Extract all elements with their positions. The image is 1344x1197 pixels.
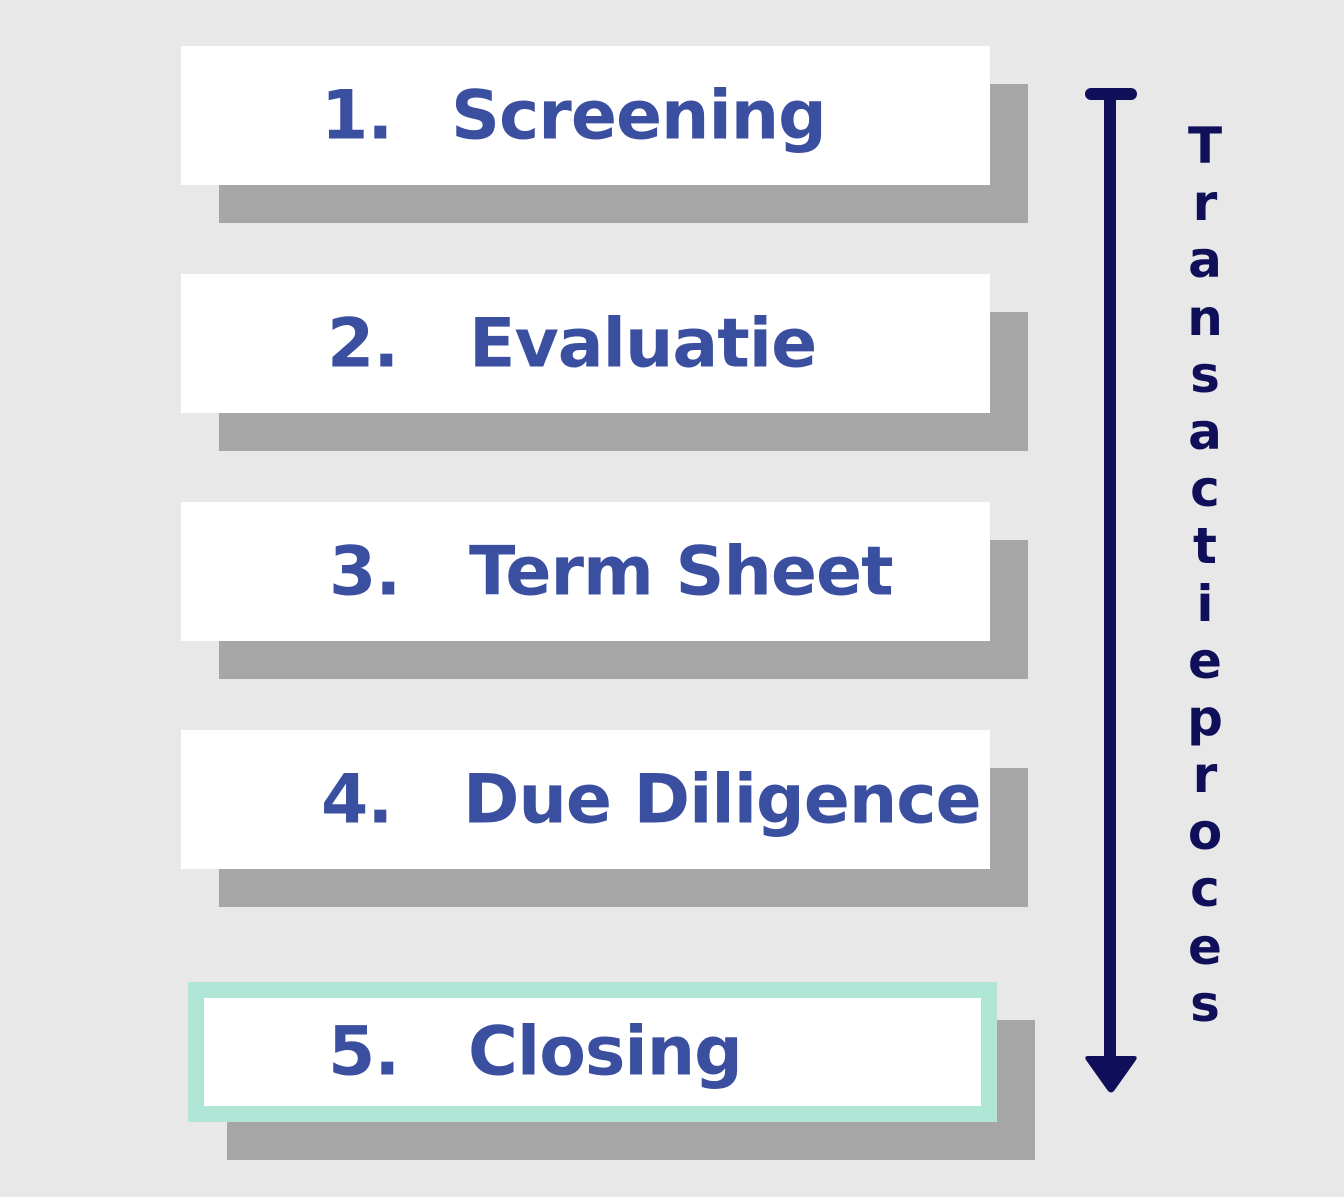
step-number: 2. bbox=[327, 304, 399, 383]
step-label: Term Sheet bbox=[469, 532, 894, 611]
arrow-down-icon bbox=[1085, 1056, 1137, 1093]
process-label-letter: p bbox=[1187, 688, 1223, 747]
step-box-3: 3. Term Sheet bbox=[181, 502, 990, 641]
step-box-1: 1. Screening bbox=[181, 46, 990, 185]
step-number: 3. bbox=[329, 532, 401, 611]
process-label-letter: T bbox=[1187, 117, 1223, 175]
step-number: 5. bbox=[328, 1012, 400, 1092]
step-label: Due Diligence bbox=[463, 760, 982, 839]
process-label-letter: e bbox=[1188, 631, 1222, 690]
step-box-2: 2. Evaluatie bbox=[181, 274, 990, 413]
process-label-letter: c bbox=[1190, 460, 1220, 519]
process-label-letter: i bbox=[1196, 574, 1214, 633]
step-box-4: 4. Due Diligence bbox=[181, 730, 990, 869]
step-label: Closing bbox=[468, 1012, 743, 1092]
step-label: Evaluatie bbox=[469, 304, 817, 383]
step-number: 4. bbox=[321, 760, 393, 839]
step-number: 1. bbox=[321, 76, 393, 155]
process-label-letter: s bbox=[1190, 974, 1220, 1033]
process-label-letter: c bbox=[1190, 860, 1220, 919]
process-label-letter: r bbox=[1192, 746, 1218, 805]
process-label-letter: a bbox=[1188, 402, 1222, 461]
process-label-letter: n bbox=[1187, 288, 1223, 347]
step-label: Screening bbox=[451, 76, 827, 155]
process-label-letter: e bbox=[1188, 917, 1222, 976]
step-box-5: 5. Closing bbox=[188, 982, 997, 1122]
process-label-letter: s bbox=[1190, 345, 1220, 404]
process-arrow-line bbox=[1104, 88, 1116, 1063]
process-label-letter: o bbox=[1187, 803, 1223, 862]
process-label-letter: r bbox=[1192, 174, 1218, 233]
process-label-letter: a bbox=[1188, 231, 1222, 290]
process-label-letter: t bbox=[1193, 517, 1217, 576]
